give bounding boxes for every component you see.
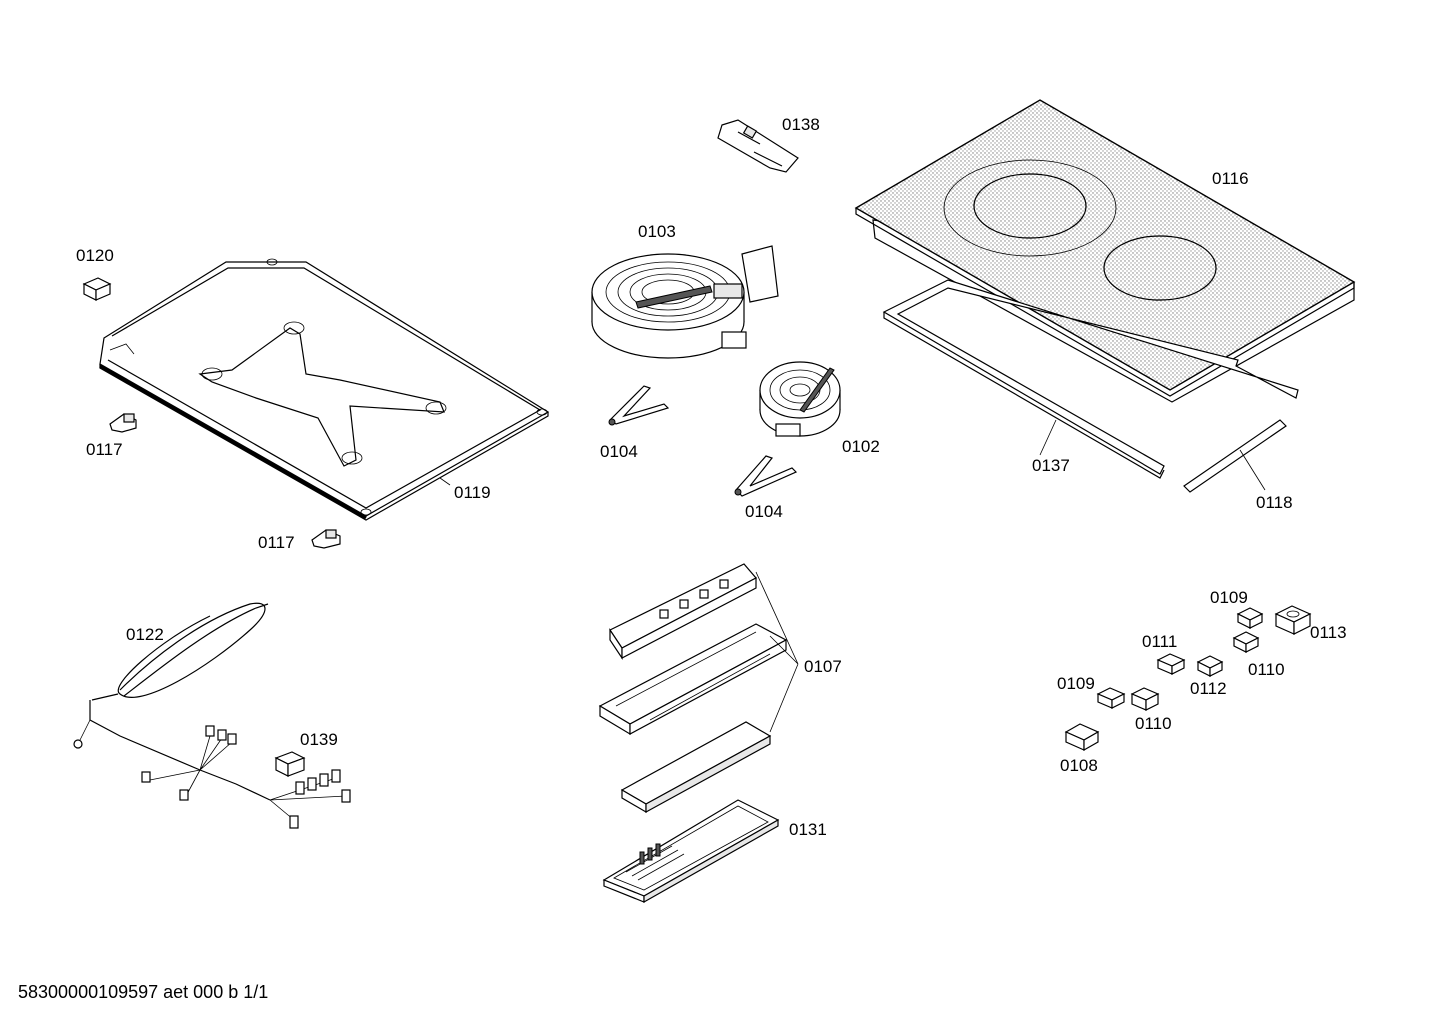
label-0112: 0112 xyxy=(1190,679,1227,698)
part-0131-housing xyxy=(602,799,780,904)
label-0102: 0102 xyxy=(842,437,880,456)
part-0102-small-heater xyxy=(759,361,841,437)
label-0110-b: 0110 xyxy=(1135,714,1172,733)
label-0104-b: 0104 xyxy=(745,502,783,521)
drawing-reference-footer: 58300000109597 aet 000 b 1/1 xyxy=(18,982,269,1002)
part-0138-clip xyxy=(717,119,799,173)
part-0139-block xyxy=(274,751,306,777)
part-0117-clip-a xyxy=(109,413,137,433)
label-0103: 0103 xyxy=(638,222,676,241)
label-0137: 0137 xyxy=(1032,456,1070,475)
part-0107-control-assembly xyxy=(598,563,799,814)
label-0119: 0119 xyxy=(454,483,491,502)
label-0109-b: 0109 xyxy=(1057,674,1095,693)
label-0122: 0122 xyxy=(126,625,164,644)
part-0108-knob xyxy=(1064,723,1100,752)
label-0108: 0108 xyxy=(1060,756,1098,775)
part-0104-spring-a xyxy=(608,385,670,426)
label-0120: 0120 xyxy=(76,246,114,265)
label-0104-a: 0104 xyxy=(600,442,638,461)
part-0104-spring-b xyxy=(734,455,798,497)
part-0110-cap-b xyxy=(1130,687,1160,711)
part-0111-cap xyxy=(1156,653,1186,675)
part-0112-cap xyxy=(1196,655,1224,677)
label-0131: 0131 xyxy=(789,820,827,839)
label-0116: 0116 xyxy=(1212,169,1249,188)
part-0122-cable-harness xyxy=(73,602,351,829)
part-0113-knob xyxy=(1274,605,1312,635)
part-0117-clip-b xyxy=(311,529,341,549)
part-0118-strip xyxy=(1183,419,1287,493)
part-0109-cap-b xyxy=(1096,687,1126,709)
part-0103-large-heater xyxy=(591,245,779,359)
label-0138: 0138 xyxy=(782,115,820,134)
part-0119-base-tray xyxy=(99,258,550,521)
label-0109-a: 0109 xyxy=(1210,588,1248,607)
part-0109-cap-a xyxy=(1236,607,1264,629)
part-0120-block xyxy=(82,277,112,301)
part-0110-cap-a xyxy=(1232,631,1260,653)
label-0139: 0139 xyxy=(300,730,338,749)
label-0117-b: 0117 xyxy=(258,533,295,552)
part-0137-seal-frame xyxy=(882,279,1299,479)
label-0111: 0111 xyxy=(1142,632,1178,651)
label-0110-a: 0110 xyxy=(1248,660,1285,679)
label-0117-a: 0117 xyxy=(86,440,123,459)
label-0113: 0113 xyxy=(1310,623,1347,642)
label-0118: 0118 xyxy=(1256,493,1293,512)
label-0107: 0107 xyxy=(804,657,842,676)
part-0116-glass-top xyxy=(854,99,1356,403)
